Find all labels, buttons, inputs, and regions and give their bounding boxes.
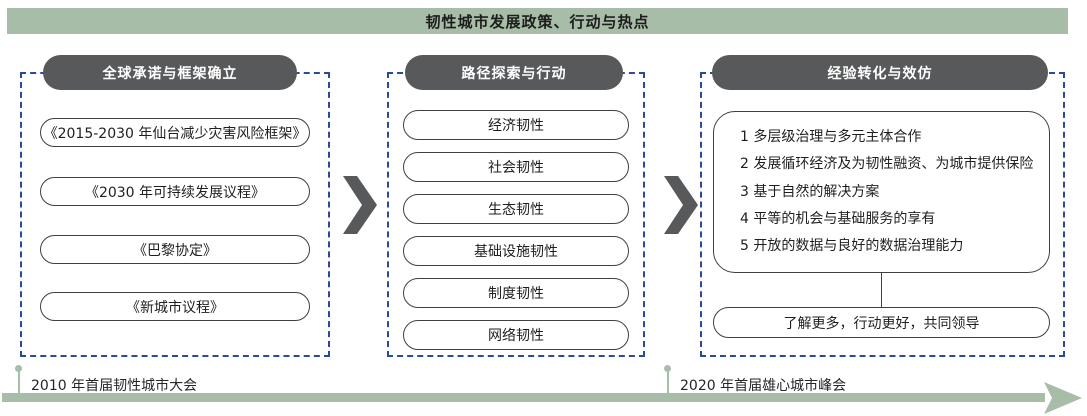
experience-list-item-4: 4 平等的机会与基础服务的享有 bbox=[740, 210, 936, 227]
timeline-bar bbox=[2, 393, 1045, 402]
chevron-right-icon bbox=[343, 176, 377, 234]
stage-header-global-commitments: 全球承诺与框架确立 bbox=[43, 55, 297, 90]
resilience-item-network: 网络韧性 bbox=[403, 320, 629, 350]
framework-item-sendai: 《2015-2030 年仙台减少灾害风险框架》 bbox=[40, 118, 310, 147]
stage-header-experience-transfer: 经验转化与效仿 bbox=[712, 55, 1048, 90]
chevron-right-icon bbox=[664, 176, 698, 234]
timeline-marker-dot bbox=[664, 365, 671, 372]
experience-list-item-5: 5 开放的数据与良好的数据治理能力 bbox=[740, 237, 964, 254]
timeline-event-label-2020: 2020 年首届雄心城市峰会 bbox=[680, 378, 847, 394]
timeline-arrowhead-icon bbox=[1044, 382, 1082, 414]
resilience-item-infrastructure: 基础设施韧性 bbox=[403, 236, 629, 266]
experience-list-item-1: 1 多层级治理与多元主体合作 bbox=[740, 129, 922, 146]
timeline-marker-line bbox=[667, 371, 669, 393]
timeline-marker-dot bbox=[15, 365, 22, 372]
title-banner: 韧性城市发展政策、行动与热点 bbox=[7, 8, 1068, 34]
resilience-item-economic: 经济韧性 bbox=[403, 110, 629, 140]
experience-list-item-2: 2 发展循环经济及为韧性融资、为城市提供保险 bbox=[740, 156, 1034, 173]
experience-list-item-3: 3 基于自然的解决方案 bbox=[740, 183, 880, 200]
timeline-event-label-2010: 2010 年首届韧性城市大会 bbox=[31, 378, 198, 394]
experience-list-box: 1 多层级治理与多元主体合作 2 发展循环经济及为韧性融资、为城市提供保险 3 … bbox=[713, 111, 1050, 273]
connector-line bbox=[881, 272, 882, 308]
page-title: 韧性城市发展政策、行动与热点 bbox=[425, 12, 650, 31]
timeline-marker-line bbox=[18, 371, 20, 393]
framework-item-new-urban-agenda: 《新城市议程》 bbox=[40, 292, 310, 321]
framework-item-paris-agreement: 《巴黎协定》 bbox=[40, 235, 310, 264]
resilience-item-institutional: 制度韧性 bbox=[403, 278, 629, 308]
framework-item-2030-agenda: 《2030 年可持续发展议程》 bbox=[40, 177, 310, 206]
resilience-item-social: 社会韧性 bbox=[403, 152, 629, 182]
slogan-pill: 了解更多，行动更好，共同领导 bbox=[713, 307, 1050, 338]
resilience-item-ecological: 生态韧性 bbox=[403, 194, 629, 224]
stage-header-path-exploration: 路径探索与行动 bbox=[405, 55, 623, 90]
